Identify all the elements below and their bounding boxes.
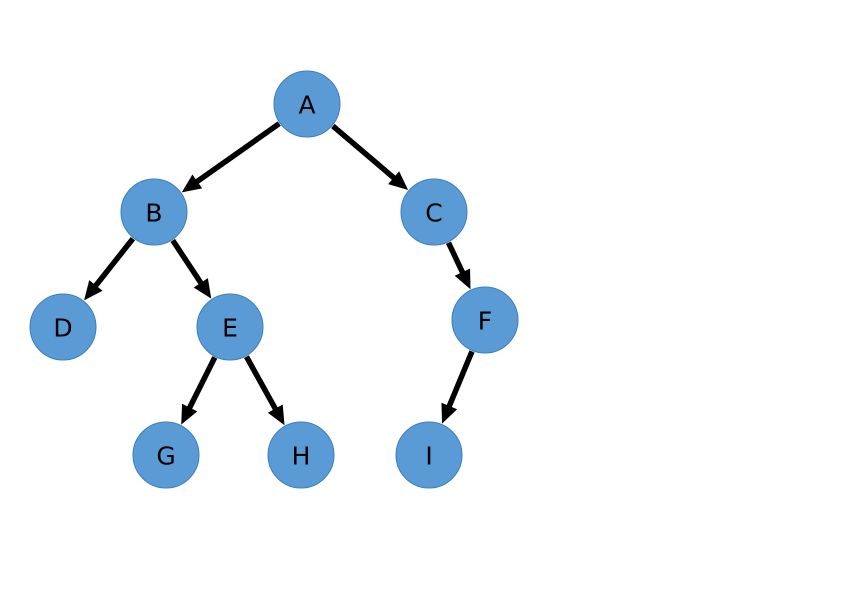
node-h[interactable]: H (267, 421, 335, 489)
edge-line (170, 238, 205, 287)
node-label: C (425, 199, 442, 228)
edge-line (91, 236, 136, 290)
node-label: E (222, 314, 238, 343)
nodes-layer: A B C D E F G H I (29, 70, 519, 489)
node-circle[interactable] (395, 421, 463, 489)
edge-arrowhead (441, 402, 458, 424)
node-circle[interactable] (451, 286, 519, 354)
edge-a-c (331, 123, 409, 190)
edge-a-b (181, 121, 281, 193)
edge-arrowhead (181, 174, 203, 193)
node-circle[interactable] (120, 178, 188, 246)
edge-b-d (84, 236, 136, 301)
node-a[interactable]: A (273, 70, 341, 138)
edge-b-e (170, 238, 212, 299)
node-label: I (425, 442, 432, 471)
node-circle[interactable] (400, 178, 468, 246)
edge-line (193, 121, 281, 186)
edge-line (185, 356, 218, 412)
node-circle[interactable] (132, 421, 200, 489)
node-d[interactable]: D (29, 293, 97, 361)
edges-layer (84, 121, 475, 426)
edge-line (244, 355, 280, 413)
node-label: D (53, 314, 72, 343)
node-label: B (145, 199, 162, 228)
edge-e-g (181, 356, 218, 425)
edge-arrowhead (454, 268, 471, 290)
edge-arrowhead (193, 278, 212, 299)
node-circle[interactable] (273, 70, 341, 138)
node-label: G (156, 442, 175, 471)
edge-f-i (441, 350, 475, 424)
node-f[interactable]: F (451, 286, 519, 354)
edge-arrowhead (181, 403, 198, 425)
edge-arrowhead (267, 404, 285, 426)
node-label: A (298, 91, 315, 120)
edge-arrowhead (84, 280, 103, 301)
edge-line (331, 123, 398, 182)
edge-c-f (446, 241, 471, 290)
edge-arrowhead (388, 171, 409, 190)
node-c[interactable]: C (400, 178, 468, 246)
node-circle[interactable] (267, 421, 335, 489)
node-b[interactable]: B (120, 178, 188, 246)
node-circle[interactable] (29, 293, 97, 361)
edge-e-h (244, 355, 285, 426)
edge-line (445, 350, 475, 410)
node-circle[interactable] (196, 293, 264, 361)
node-label: F (478, 307, 492, 336)
edge-line (446, 241, 467, 276)
node-e[interactable]: E (196, 293, 264, 361)
node-i[interactable]: I (395, 421, 463, 489)
node-g[interactable]: G (132, 421, 200, 489)
node-label: H (292, 442, 311, 471)
